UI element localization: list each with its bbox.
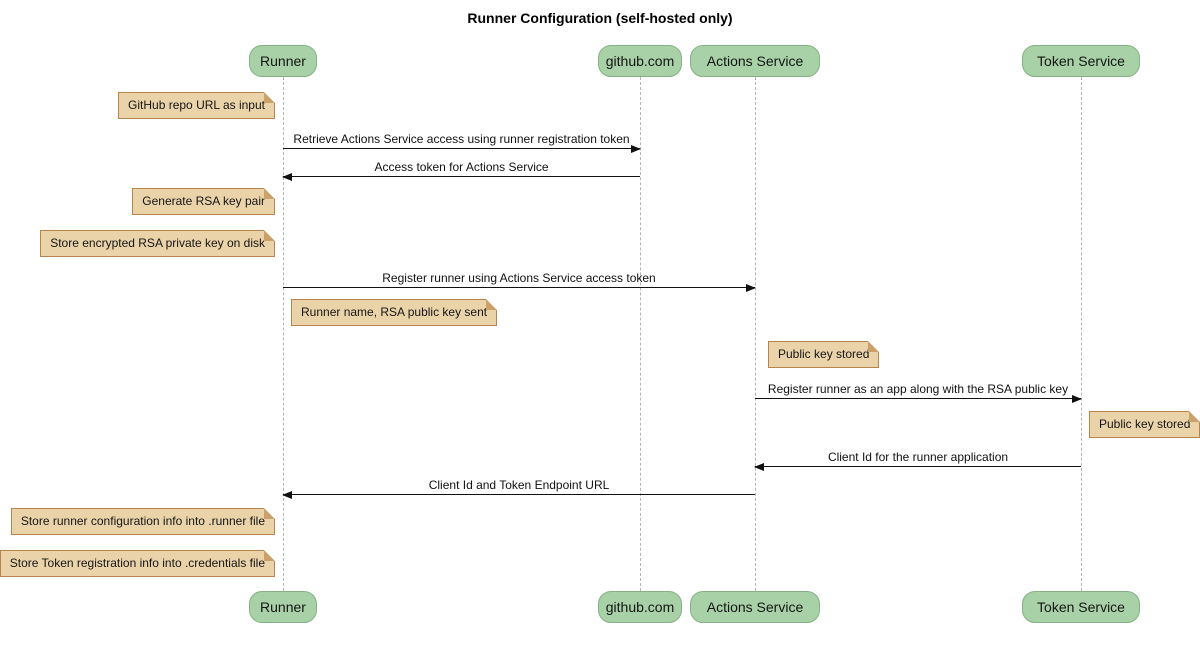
participant-actions-bottom: Actions Service: [690, 591, 820, 623]
arrowhead-icon: [282, 173, 292, 181]
message-label: Access token for Actions Service: [374, 160, 549, 174]
message-label: Client Id for the runner application: [827, 450, 1009, 464]
arrowhead-icon: [754, 463, 764, 471]
note-6: Public key stored: [1089, 411, 1200, 438]
note-8: Store Token registration info into .cred…: [0, 550, 276, 577]
participant-runner-bottom: Runner: [249, 591, 317, 623]
participant-runner-top: Runner: [249, 45, 317, 77]
note-1: GitHub repo URL as input: [118, 92, 275, 119]
arrowhead-icon: [746, 284, 756, 292]
message-1: Retrieve Actions Service access using ru…: [283, 131, 641, 153]
message-label: Retrieve Actions Service access using ru…: [293, 132, 630, 146]
participant-actions-top: Actions Service: [690, 45, 820, 77]
note-3: Store encrypted RSA private key on disk: [40, 230, 275, 257]
arrowhead-icon: [1072, 395, 1082, 403]
message-label: Register runner as an app along with the…: [767, 382, 1069, 396]
participant-token-top: Token Service: [1022, 45, 1140, 77]
note-7: Store runner configuration info into .ru…: [10, 508, 276, 535]
note-5: Public key stored: [768, 341, 880, 368]
message-label: Client Id and Token Endpoint URL: [428, 478, 610, 492]
lifeline-github: [640, 77, 641, 591]
participant-github-bottom: github.com: [598, 591, 682, 623]
lifeline-actions: [755, 77, 756, 591]
diagram-title: Runner Configuration (self-hosted only): [467, 10, 733, 26]
message-5: Client Id for the runner application: [754, 449, 1081, 471]
arrowhead-icon: [631, 145, 641, 153]
message-2: Access token for Actions Service: [282, 159, 640, 181]
lifeline-runner: [283, 77, 284, 591]
message-3: Register runner using Actions Service ac…: [283, 270, 756, 292]
lifeline-token: [1081, 77, 1082, 591]
message-label: Register runner using Actions Service ac…: [382, 271, 656, 285]
participant-github-top: github.com: [598, 45, 682, 77]
arrowhead-icon: [282, 491, 292, 499]
message-4: Register runner as an app along with the…: [755, 381, 1082, 403]
message-6: Client Id and Token Endpoint URL: [282, 477, 755, 499]
note-2: Generate RSA key pair: [132, 188, 275, 215]
participant-token-bottom: Token Service: [1022, 591, 1140, 623]
note-4: Runner name, RSA public key sent: [291, 299, 498, 326]
